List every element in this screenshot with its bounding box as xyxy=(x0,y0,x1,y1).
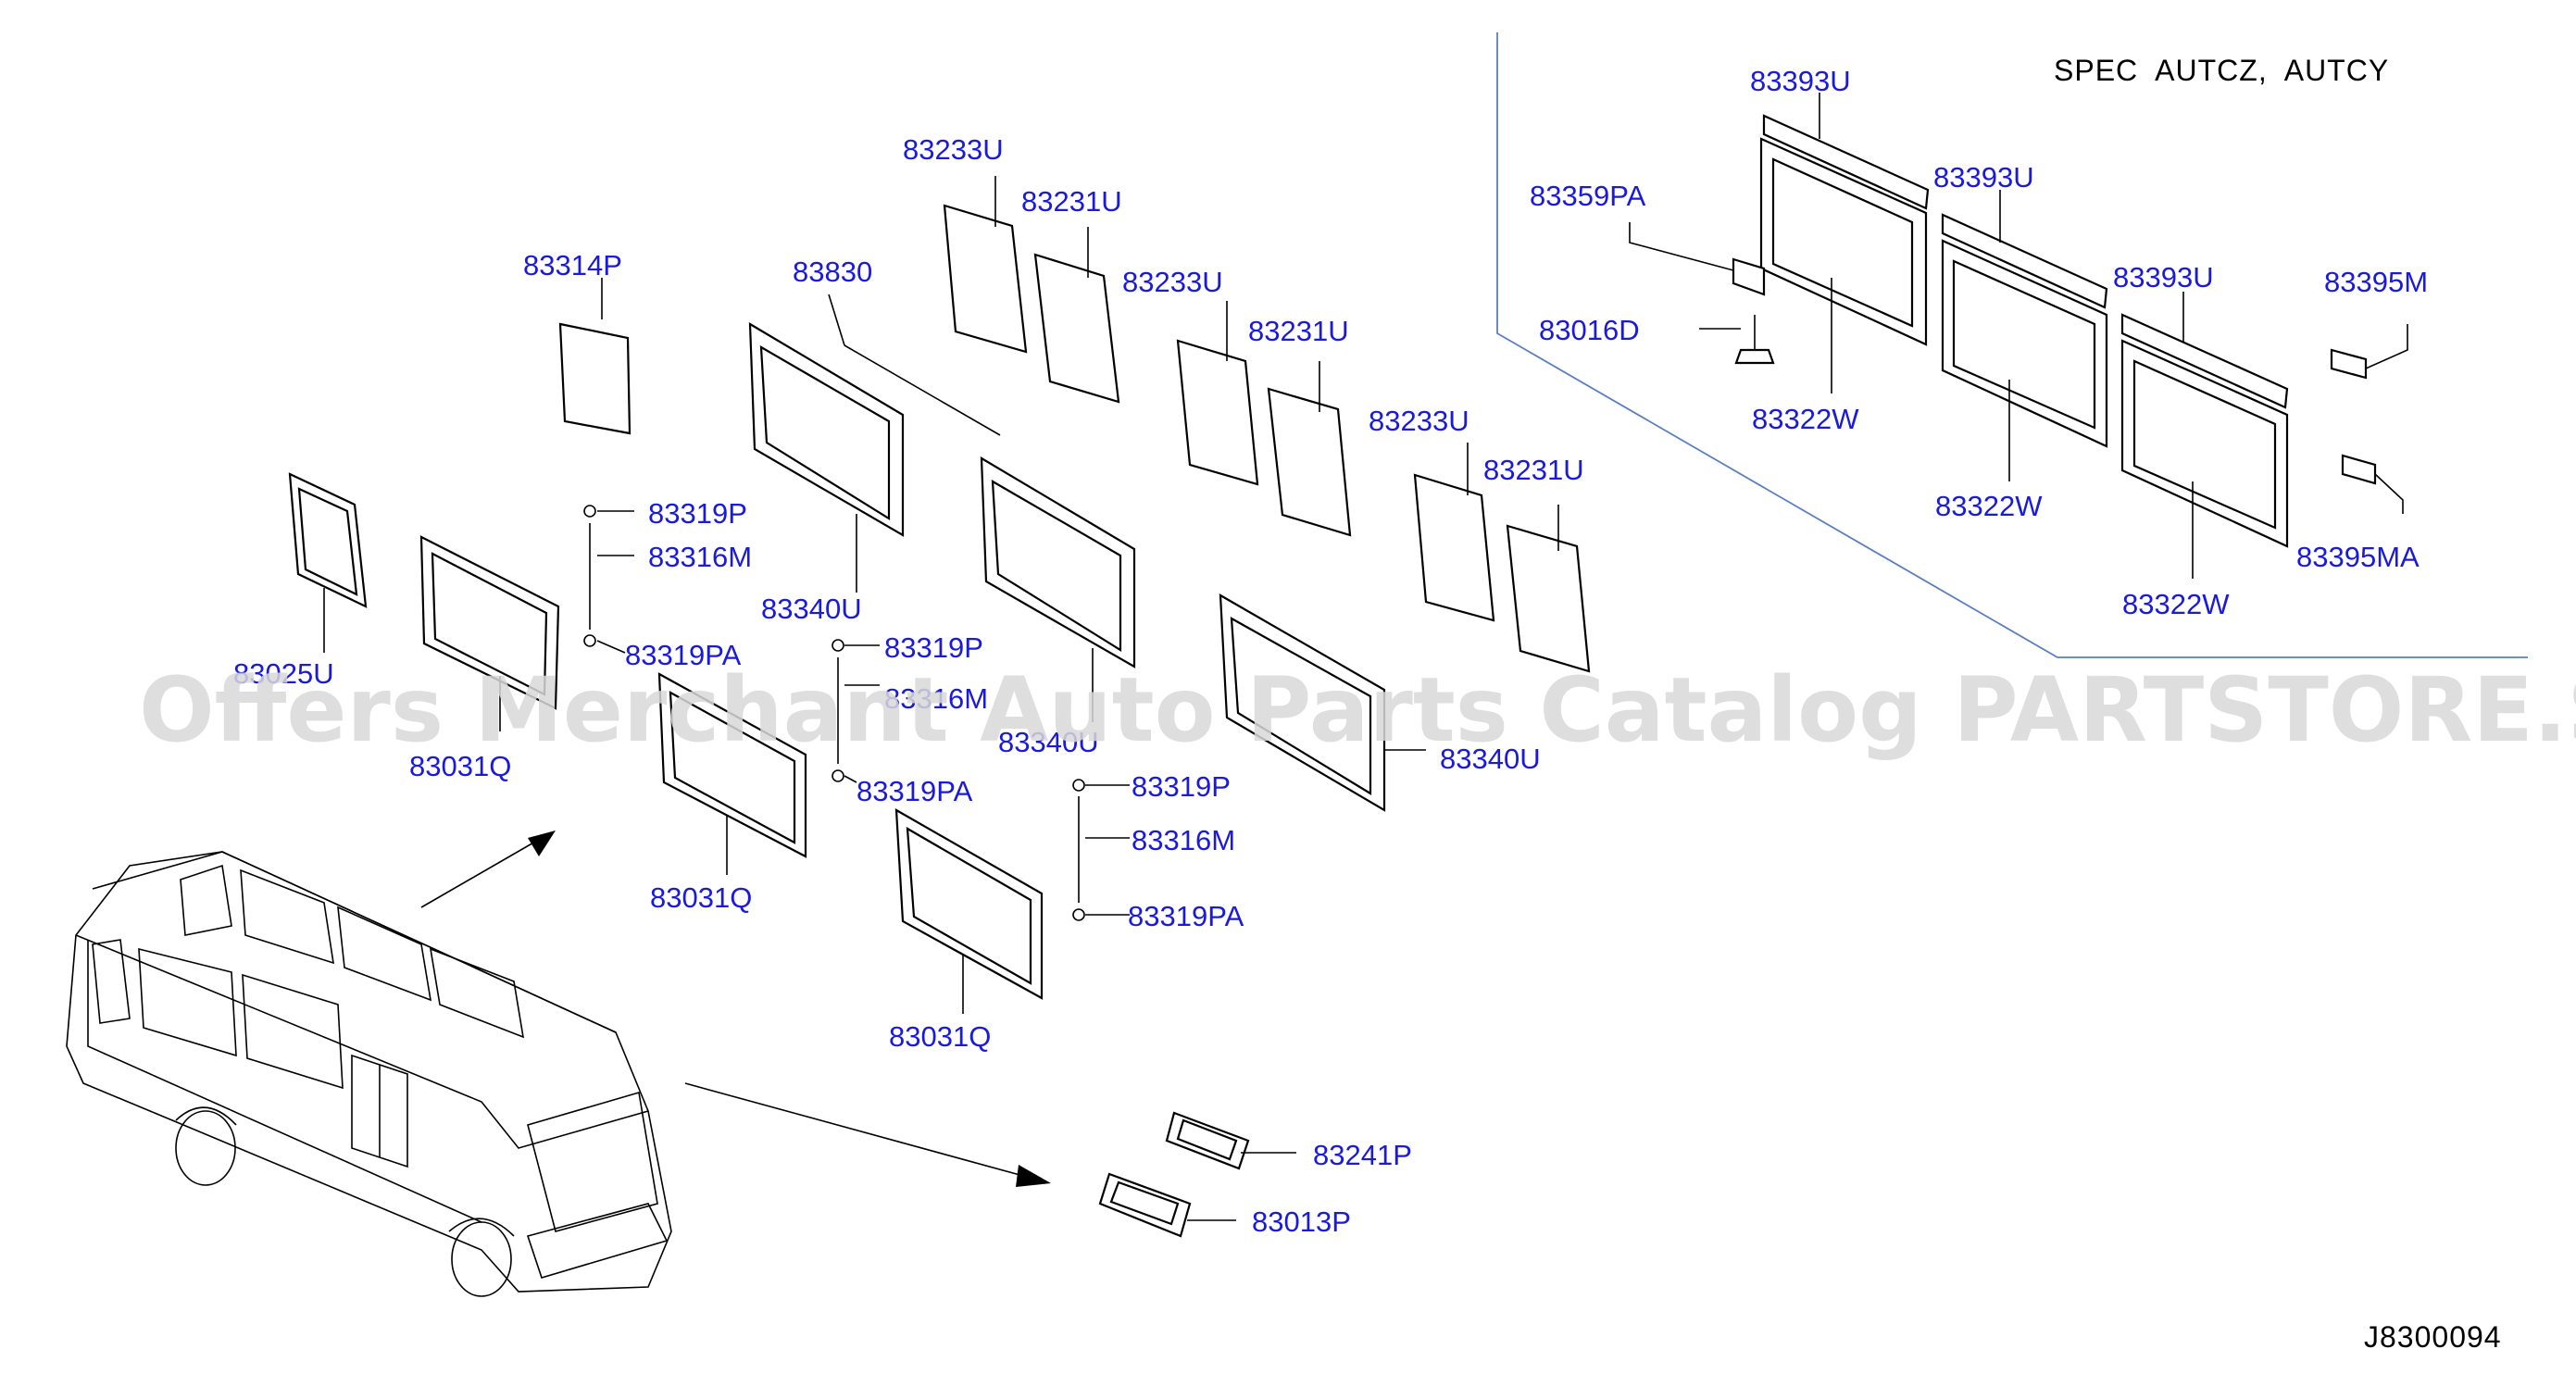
part-label: 83340U xyxy=(761,593,862,625)
part-label: 83322W xyxy=(2122,588,2230,620)
part-label: 83395MA xyxy=(2296,541,2420,573)
glass-83025U xyxy=(288,472,368,608)
part-label: 83233U xyxy=(1369,405,1469,437)
spec-glass-83322W-2 xyxy=(1941,213,2108,448)
part-label: 83233U xyxy=(1122,266,1223,298)
spec-clip-83395M xyxy=(2330,348,2368,380)
glass-83231U-2 xyxy=(1267,387,1352,537)
part-label: 83231U xyxy=(1483,454,1584,486)
rod-set-2 xyxy=(832,639,844,782)
part-label: 83241P xyxy=(1313,1139,1412,1171)
bus-illustration xyxy=(66,851,672,1297)
spec-glass-83322W-1 xyxy=(1759,114,1930,346)
part-label: 83031Q xyxy=(889,1020,991,1053)
part-label: 83316M xyxy=(884,682,988,715)
spec-clip-83359PA xyxy=(1732,257,1766,296)
spec-region-border xyxy=(1496,32,2528,658)
part-label: 83319PA xyxy=(857,775,973,807)
spec-bolt-83016D xyxy=(1734,315,1775,365)
glass-83231U-3 xyxy=(1506,524,1591,673)
glass-83314P xyxy=(558,322,631,435)
glass-83231U-1 xyxy=(1033,253,1120,404)
part-label: 83319P xyxy=(1132,770,1231,803)
frame-83340U-3 xyxy=(1219,593,1386,812)
part-label: 83393U xyxy=(1750,65,1851,97)
seal-strip-83830 xyxy=(844,344,1001,436)
arrow-lower xyxy=(684,1082,1024,1177)
part-label: 83231U xyxy=(1021,185,1122,218)
glass-83233U-3 xyxy=(1413,473,1495,622)
vent-83013P xyxy=(1098,1172,1192,1238)
part-label: 83340U xyxy=(998,726,1099,758)
arrow-lower-head xyxy=(1016,1165,1051,1187)
vent-83241P xyxy=(1165,1111,1250,1170)
rod-set-1 xyxy=(583,505,596,647)
spec-glass-83322W-3 xyxy=(2120,313,2289,548)
part-label: 83031Q xyxy=(650,881,752,914)
part-label: 83314P xyxy=(523,249,622,281)
part-label: 83013P xyxy=(1252,1205,1351,1238)
part-label: 83395M xyxy=(2324,266,2428,298)
part-label: 83319PA xyxy=(625,639,742,671)
part-label: 83322W xyxy=(1935,490,2043,522)
part-label: 83830 xyxy=(793,256,872,288)
part-label: 83319P xyxy=(884,631,983,664)
part-label: 83393U xyxy=(1933,161,2034,194)
part-label: 83231U xyxy=(1248,315,1349,347)
part-label: 83393U xyxy=(2113,261,2214,294)
spec-clip-83395MA xyxy=(2341,454,2377,485)
glass-83031Q-3 xyxy=(894,808,1044,1000)
glass-83233U-2 xyxy=(1176,339,1259,486)
leader-lines xyxy=(323,93,2408,1221)
frame-83340U-1 xyxy=(748,322,905,537)
spec-note: SPEC AUTCZ, AUTCY xyxy=(2054,54,2389,87)
part-label: 83233U xyxy=(903,133,1004,166)
part-label: 83319P xyxy=(648,497,747,530)
watermark-text: Offers Merchant Auto Parts Catalog PARTS… xyxy=(139,658,2576,762)
rod-set-3 xyxy=(1072,779,1085,921)
part-label: 83031Q xyxy=(409,750,511,782)
part-label: 83316M xyxy=(648,541,752,573)
arrow-upper xyxy=(420,837,543,908)
glass-83031Q-2 xyxy=(657,672,807,858)
frame-83340U-2 xyxy=(980,456,1136,668)
part-label: 83359PA xyxy=(1530,180,1646,212)
glass-83233U-1 xyxy=(943,204,1028,354)
drawing-id: J8300094 xyxy=(2364,1320,2502,1354)
glass-83031Q-1 xyxy=(419,535,560,710)
part-label: 83016D xyxy=(1539,314,1640,346)
part-label: 83319PA xyxy=(1128,900,1244,932)
part-label: 83025U xyxy=(233,657,334,690)
part-label: 83340U xyxy=(1440,743,1541,775)
arrow-upper-head xyxy=(528,831,556,856)
part-label: 83322W xyxy=(1752,403,1859,435)
part-label: 83316M xyxy=(1132,824,1235,856)
